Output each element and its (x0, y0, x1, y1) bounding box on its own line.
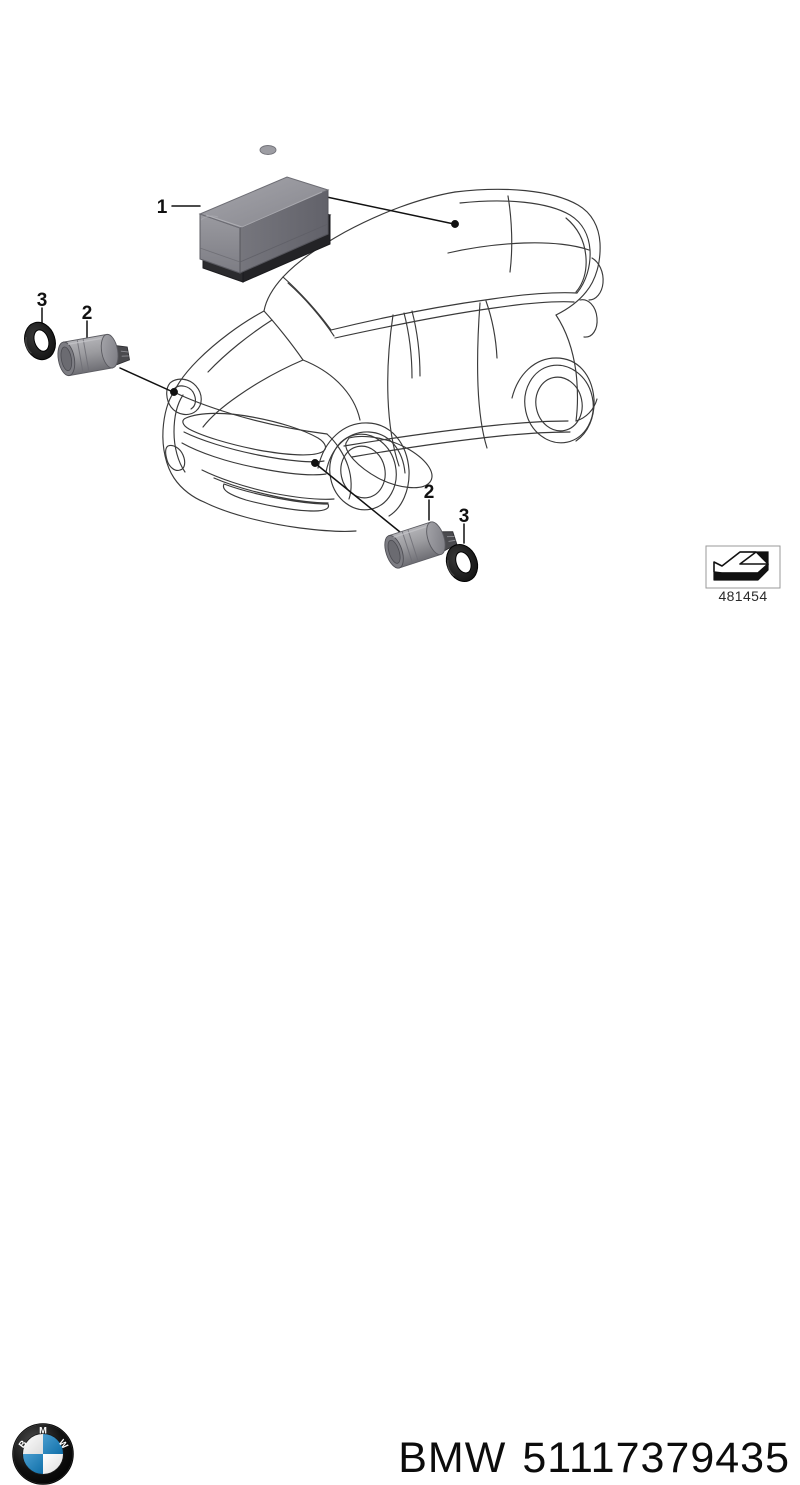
part-number-caption: BMW 51117379435 (0, 1434, 790, 1483)
part-ultrasonic-sensor-upper (57, 333, 130, 377)
part-control-module (198, 145, 332, 283)
callout-number-2-upper: 2 (82, 303, 93, 324)
reference-code-box: 481454 (705, 545, 781, 604)
callout-numbers: 1 3 2 2 3 (37, 197, 470, 527)
brand-name: BMW (398, 1434, 507, 1482)
part-decoupling-ring-lower (445, 544, 479, 582)
leader-line-2b-target (315, 463, 401, 533)
3d-arrow-icon (713, 551, 769, 581)
callout-number-2-lower: 2 (424, 482, 435, 503)
leader-dot-2a (170, 388, 178, 396)
part-number: 51117379435 (522, 1434, 790, 1482)
reference-code-label: 481454 (718, 588, 767, 604)
callout-leaders (41, 195, 465, 544)
parts-diagram-canvas: 1 3 2 2 3 481454 (0, 145, 800, 1485)
part-decoupling-ring-upper (24, 321, 56, 361)
diagram-illustration: 1 3 2 2 3 481454 (24, 145, 781, 604)
leader-line-1b (321, 195, 455, 225)
callout-number-3-upper: 3 (37, 290, 48, 311)
callout-number-3-lower: 3 (459, 506, 470, 527)
callout-number-1: 1 (157, 197, 168, 218)
leader-dot-2b (311, 459, 319, 467)
vehicle-outline (162, 188, 604, 532)
part-ultrasonic-sensor-lower (384, 521, 458, 569)
leader-dot-1 (451, 220, 459, 228)
leader-line-2a-target (119, 367, 174, 393)
